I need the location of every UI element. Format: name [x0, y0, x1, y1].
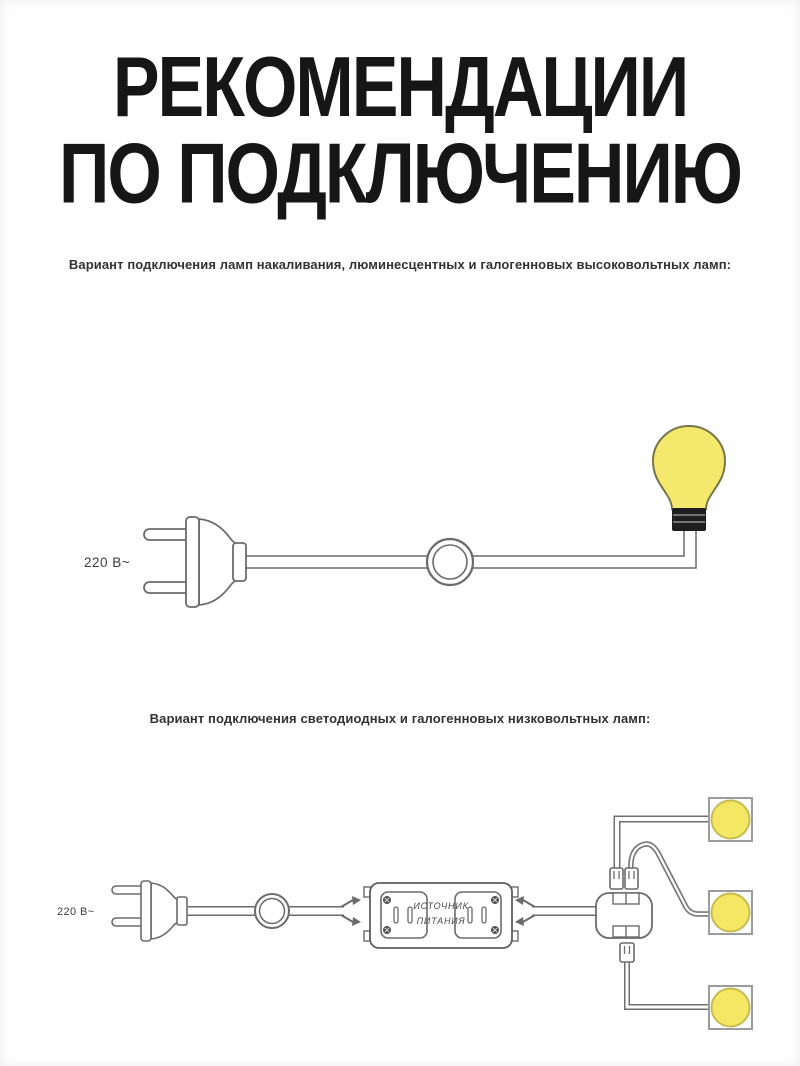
diagram1-caption: Вариант подключения ламп накаливания, лю… [68, 257, 732, 272]
plug-prong [143, 581, 191, 594]
led-module [708, 985, 753, 1030]
led-module [708, 890, 753, 935]
page-title-line1: РЕКОМЕНДАЦИИ [112, 39, 689, 135]
psu-label-line2: ПИТАНИЯ [417, 916, 466, 926]
quick-connector-icon [515, 896, 536, 926]
incandescent-bulb-icon [651, 424, 727, 531]
led-chip [710, 892, 751, 933]
led-chip [710, 987, 751, 1028]
led-module [708, 797, 753, 842]
psu-socket [454, 891, 502, 939]
power-supply-unit: ИСТОЧНИК ПИТАНИЯ [363, 882, 519, 949]
voltage-label: 220 В~ [84, 555, 130, 570]
splitter-bottom-plug [619, 942, 635, 963]
plug-prong [111, 917, 144, 927]
plug-prong [111, 885, 144, 895]
bulb-glass [651, 424, 727, 510]
plug-face [140, 880, 152, 942]
power-plug-icon [143, 516, 247, 608]
dimmer-ring-icon [254, 893, 290, 929]
diagram2-caption: Вариант подключения светодиодных и галог… [149, 711, 651, 726]
led-wires [613, 815, 710, 1010]
psu-socket-slots [393, 906, 487, 924]
psu-screws [383, 896, 499, 934]
psu-socket [380, 891, 428, 939]
voltage-label: 220 В~ [57, 906, 95, 918]
plug-face [185, 516, 200, 608]
diagram-low-voltage-lamps: 220 В~ [57, 797, 753, 1030]
led-chip [710, 799, 751, 840]
psu-label-line1: ИСТОЧНИК [413, 901, 468, 911]
plug-prong [143, 528, 191, 541]
bulb-base [672, 508, 706, 531]
dimmer-ring-icon [425, 537, 475, 587]
plug-collar [232, 542, 247, 582]
splitter-hub-icon [595, 892, 653, 939]
power-plug-icon [111, 880, 188, 942]
page-title-line2: ПО ПОДКЛЮЧЕНИЮ [59, 126, 743, 222]
plug-collar [176, 896, 188, 926]
diagram-high-voltage-lamps: 220 В~ [84, 424, 727, 608]
power-cord [246, 524, 697, 569]
splitter-top-plugs [609, 867, 639, 890]
page-title: РЕКОМЕНДАЦИИ ПО ПОДКЛЮЧЕНИЮ [0, 39, 800, 222]
plug-body [150, 882, 181, 940]
quick-connector-icon [340, 896, 361, 926]
